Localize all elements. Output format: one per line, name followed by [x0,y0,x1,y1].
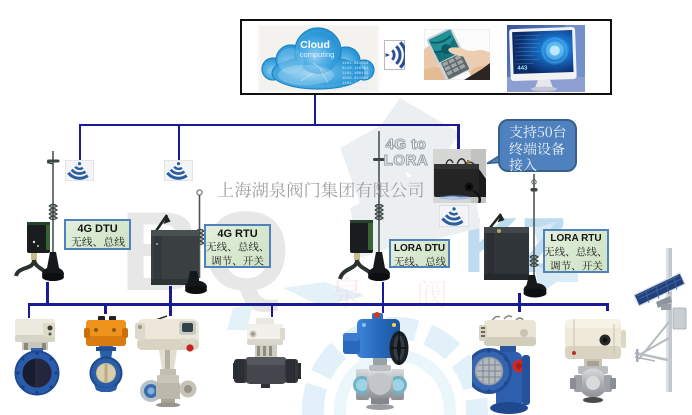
svg-text:Cloud: Cloud [300,39,330,51]
svg-text:443: 443 [517,66,528,72]
svg-text:1010.011010: 1010.011010 [342,77,369,81]
svg-text:1101.100111: 1101.100111 [342,72,369,76]
svg-text:0110.110101: 0110.110101 [342,67,369,71]
svg-text:1101.110101: 1101.110101 [342,82,369,86]
svg-text:1101.011010: 1101.011010 [342,62,369,66]
svg-text:0110.010110: 0110.010110 [342,87,369,91]
svg-text:computing: computing [300,50,335,59]
